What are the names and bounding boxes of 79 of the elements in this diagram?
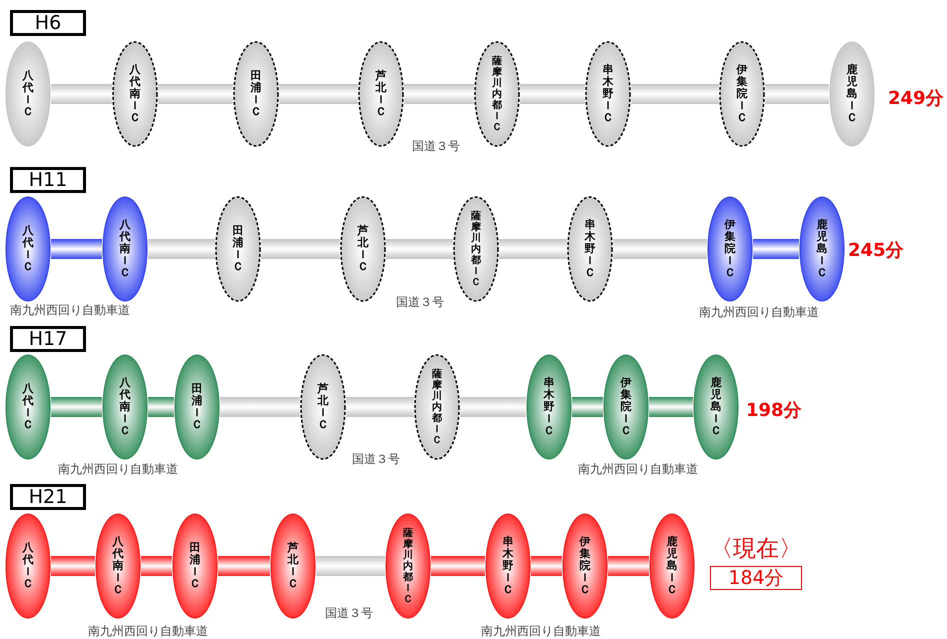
road-name: 南九州西回り自動車道 bbox=[699, 304, 819, 321]
interchange-name: 薩摩川内都ＩＣ bbox=[403, 528, 413, 604]
interchange-name: 芦北ＩＣ bbox=[318, 382, 328, 432]
interchange-name: 薩摩川内都ＩＣ bbox=[471, 210, 481, 288]
interchange-name: 鹿児島ＩＣ bbox=[666, 536, 678, 596]
interchange-name: 芦北ＩＣ bbox=[288, 542, 298, 590]
road-name: 南九州西回り自動車道 bbox=[578, 461, 698, 478]
road-name: 国道３号 bbox=[412, 138, 460, 155]
year-label: H6 bbox=[10, 10, 86, 36]
road-segment bbox=[148, 239, 215, 259]
interchange-name: 八代ＩＣ bbox=[22, 70, 34, 118]
road-segment bbox=[261, 239, 340, 259]
interchange-name: 伊集院ＩＣ bbox=[724, 218, 736, 280]
road-segment bbox=[220, 397, 300, 417]
road-segment bbox=[51, 556, 95, 576]
interchange-name: 八代南ＩＣ bbox=[120, 218, 130, 280]
road-segment bbox=[279, 84, 358, 104]
road-segment bbox=[218, 556, 270, 576]
travel-time: 249分 bbox=[888, 87, 944, 110]
road-segment bbox=[572, 397, 603, 417]
current-heading: 〈現在〉 bbox=[710, 535, 802, 564]
road-segment bbox=[51, 84, 112, 104]
road-segment bbox=[649, 397, 693, 417]
road-segment bbox=[460, 397, 526, 417]
interchange-name: 田浦ＩＣ bbox=[190, 542, 200, 590]
interchange-name: 八代ＩＣ bbox=[22, 382, 34, 432]
road-name: 南九州西回り自動車道 bbox=[58, 461, 178, 478]
interchange-name: 串木野ＩＣ bbox=[544, 376, 554, 438]
interchange-name: 芦北ＩＣ bbox=[358, 224, 368, 274]
road-name: 国道３号 bbox=[352, 451, 400, 468]
road-segment bbox=[431, 556, 485, 576]
travel-time-box: 184分 bbox=[710, 566, 802, 590]
road-name: 南九州西回り自動車道 bbox=[88, 623, 208, 639]
road-segment bbox=[404, 84, 474, 104]
interchange-name: 八代南ＩＣ bbox=[130, 64, 140, 124]
interchange-name: 田浦ＩＣ bbox=[250, 70, 262, 118]
road-segment bbox=[531, 556, 562, 576]
interchange-name: 串木野ＩＣ bbox=[584, 218, 596, 280]
road-segment bbox=[316, 556, 385, 576]
year-label: H21 bbox=[10, 484, 86, 510]
interchange-name: 鹿児島ＩＣ bbox=[846, 64, 858, 124]
year-label: H17 bbox=[10, 326, 86, 352]
road-segment bbox=[613, 239, 707, 259]
travel-time: 245分 bbox=[848, 239, 904, 262]
year-label: H11 bbox=[10, 167, 86, 193]
interchange-name: 八代ＩＣ bbox=[22, 224, 34, 274]
road-segment bbox=[158, 84, 233, 104]
interchange-name: 八代南ＩＣ bbox=[120, 376, 130, 438]
interchange-name: 串木野ＩＣ bbox=[502, 536, 514, 596]
interchange-name: 薩摩川内都ＩＣ bbox=[492, 56, 502, 132]
road-segment bbox=[753, 239, 799, 259]
interchange-name: 田浦ＩＣ bbox=[192, 382, 202, 432]
interchange-name: 八代ＩＣ bbox=[22, 542, 34, 590]
road-segment bbox=[51, 239, 102, 259]
road-segment bbox=[141, 556, 172, 576]
road-segment bbox=[765, 84, 829, 104]
interchange-name: 鹿児島ＩＣ bbox=[710, 376, 722, 438]
road-segment bbox=[386, 239, 453, 259]
interchange-name: 田浦ＩＣ bbox=[232, 224, 244, 274]
interchange-name: 芦北ＩＣ bbox=[376, 70, 386, 118]
road-segment bbox=[608, 556, 649, 576]
road-segment bbox=[631, 84, 719, 104]
road-segment bbox=[148, 397, 174, 417]
interchange-name: 鹿児島ＩＣ bbox=[816, 218, 828, 280]
interchange-name: 伊集院ＩＣ bbox=[580, 536, 590, 596]
road-segment bbox=[346, 397, 414, 417]
interchange-name: 伊集院ＩＣ bbox=[736, 64, 748, 124]
road-segment bbox=[51, 397, 102, 417]
road-segment bbox=[499, 239, 567, 259]
road-name: 南九州西回り自動車道 bbox=[481, 623, 601, 639]
interchange-name: 伊集院ＩＣ bbox=[620, 376, 632, 438]
travel-time: 198分 bbox=[746, 399, 802, 422]
road-name: 国道３号 bbox=[325, 605, 373, 622]
road-segment bbox=[520, 84, 585, 104]
road-name: 南九州西回り自動車道 bbox=[10, 302, 130, 319]
interchange-name: 八代南ＩＣ bbox=[112, 536, 124, 596]
interchange-name: 串木野ＩＣ bbox=[602, 64, 614, 124]
interchange-name: 薩摩川内都ＩＣ bbox=[432, 368, 442, 446]
road-name: 国道３号 bbox=[396, 294, 444, 311]
